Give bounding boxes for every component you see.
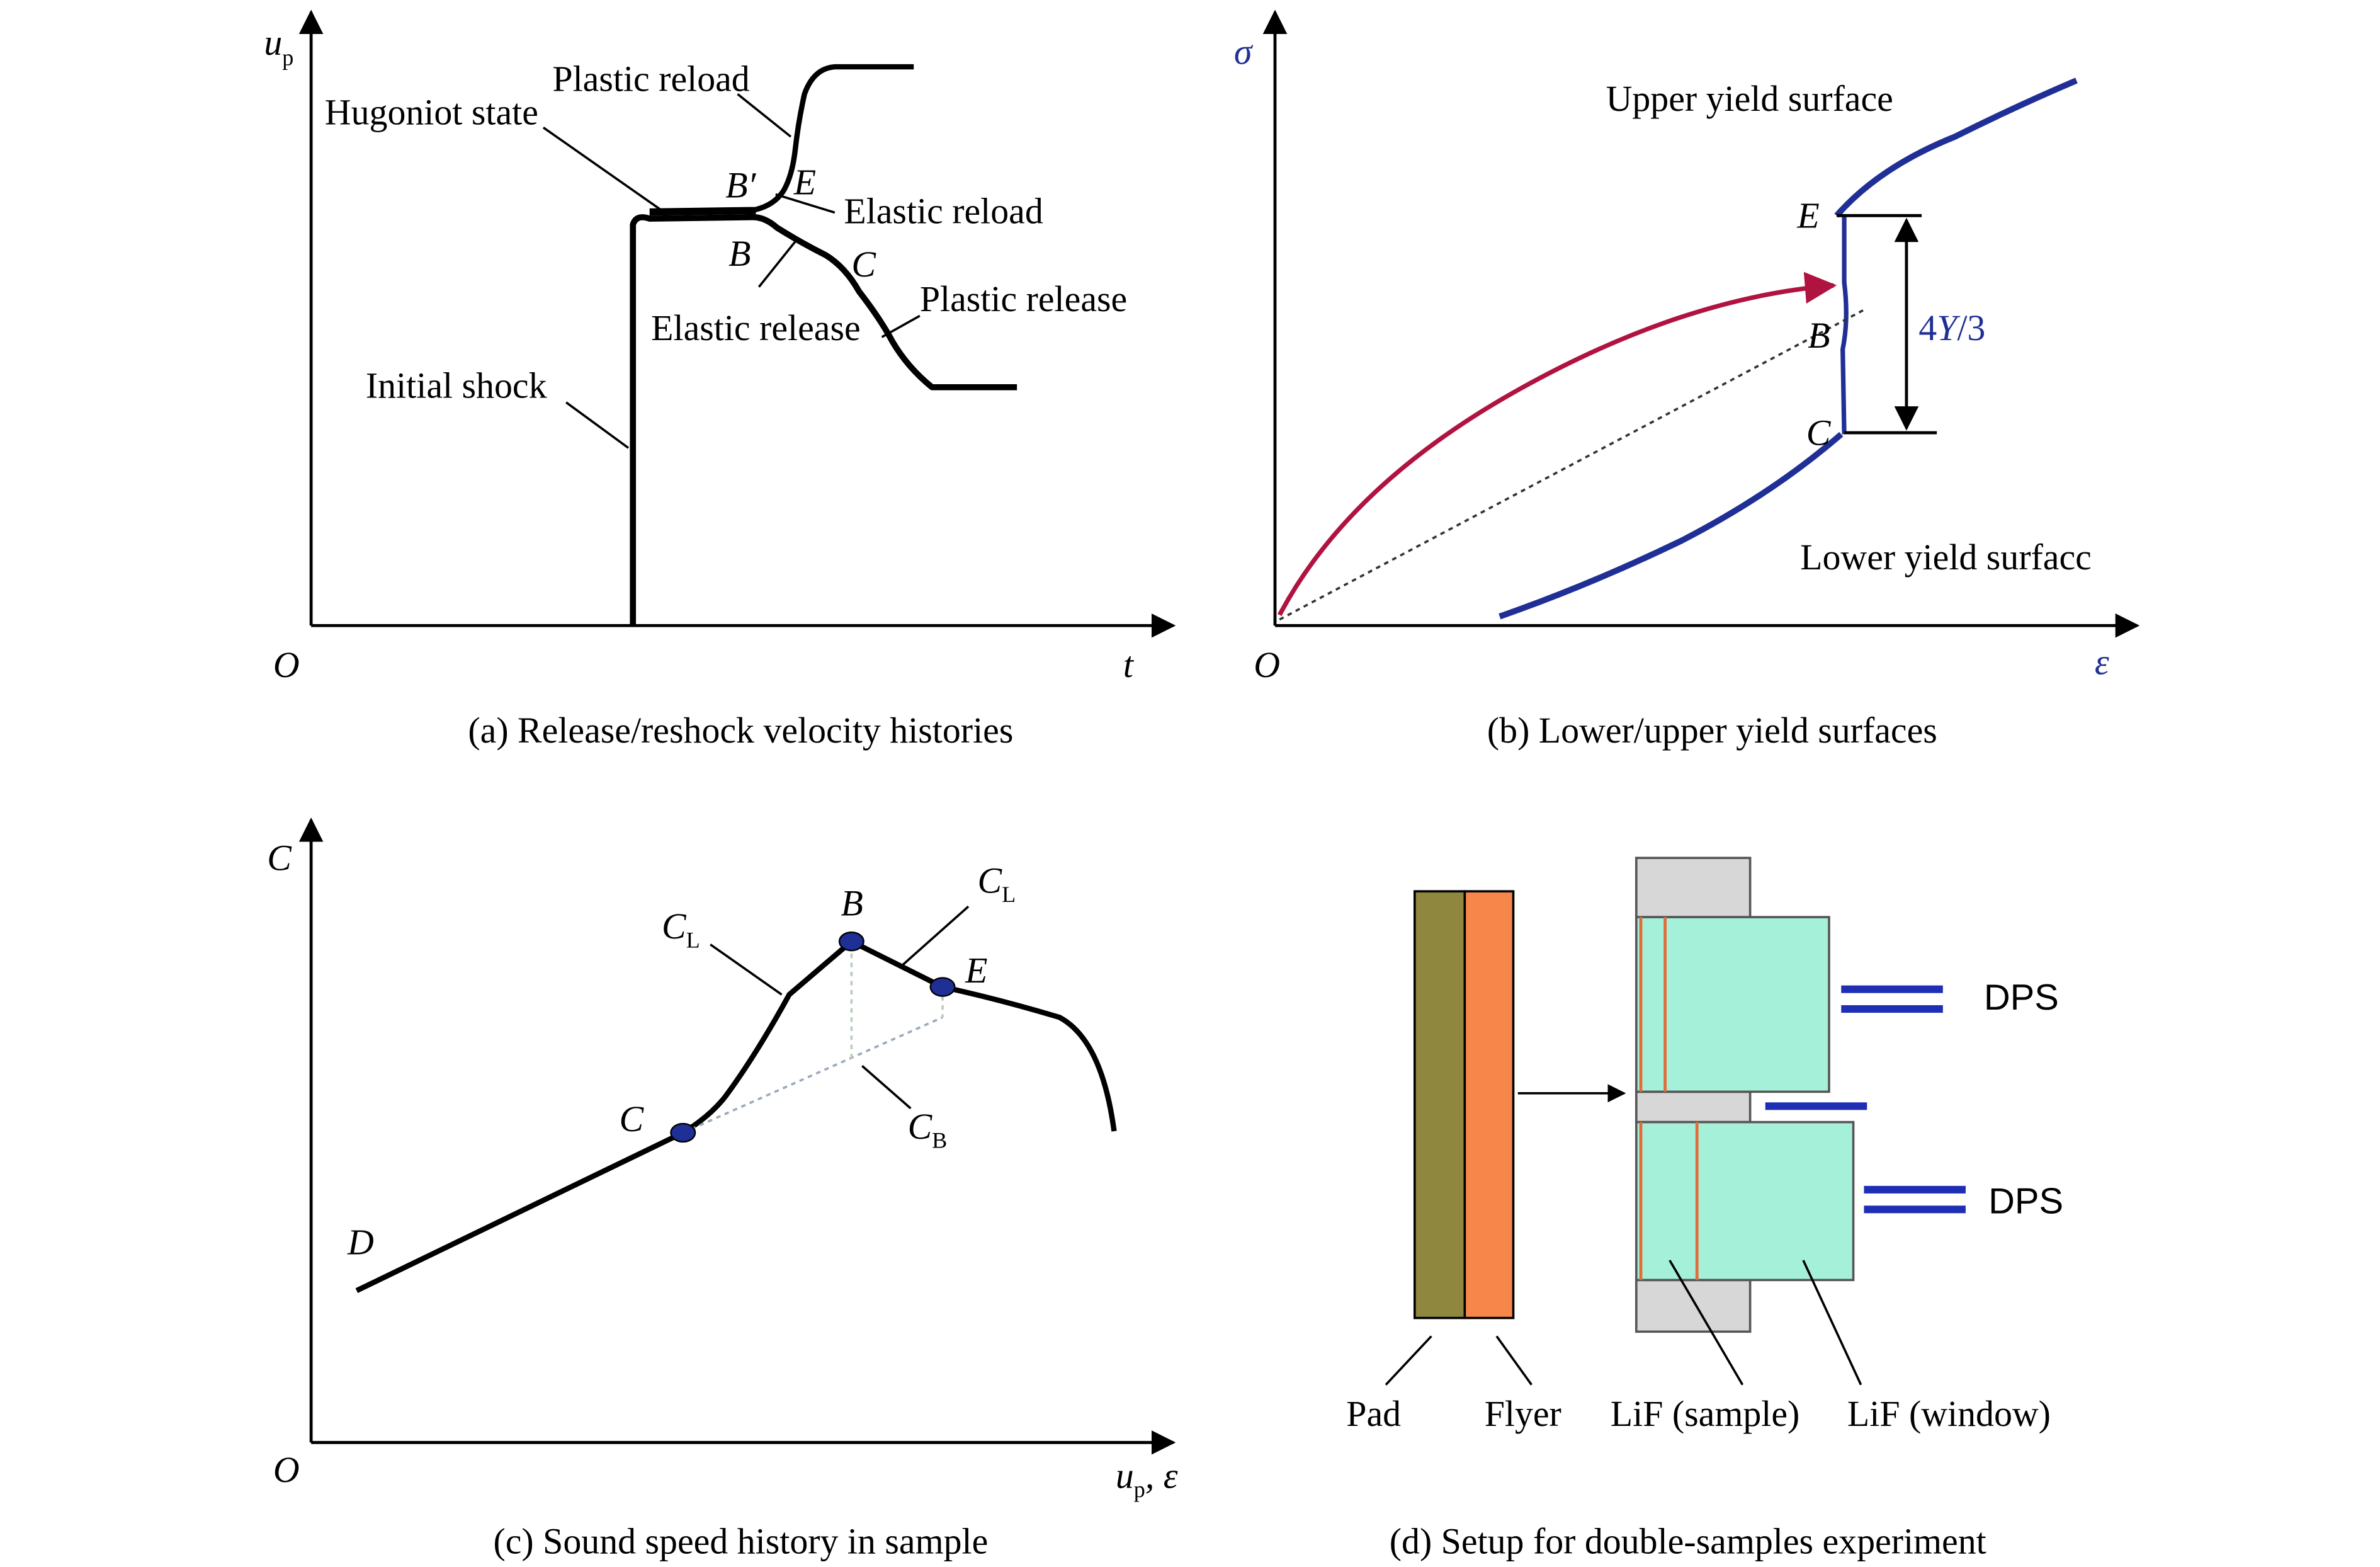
panel-a-hugoniot-plateau [649,211,756,216]
panel-d-dps-top-label: DPS [1984,977,2059,1018]
panel-a-hugoniot-state-label: Hugoniot state [325,92,538,133]
panel-c-cb-sub: B [932,1128,947,1153]
panel-c-cl-left-c: C [662,906,687,947]
panel-b-dotted-line [1279,307,1868,621]
panel-a-velocity-curve [630,214,1017,626]
panel-a-y-axis-subscript: p [282,45,293,71]
panel-c-y-axis-label: C [267,837,292,878]
panel-a-plastic-release-leader [881,314,921,338]
panel-b-c-label: C [1806,412,1832,453]
panel-a-origin-label: O [273,644,300,685]
panel-c-point-e [929,977,956,997]
panel-b-origin-label: O [1254,644,1280,685]
panel-b-4y3-over3: /3 [1957,307,1985,348]
panel-c-caption: (c) Sound speed history in sample [493,1520,988,1561]
panel-d-dps-bottom-label: DPS [1988,1181,2063,1221]
panel-a-x-axis-label: t [1123,644,1135,685]
panel-a-c-label: C [851,244,876,285]
panel-a-reshock-curve [649,64,914,214]
panel-c-sound-speed-curve [355,938,1117,1294]
panel-c-x-axis-u: u [1116,1456,1134,1496]
panel-d: DPS DPS Pad Flyer LiF (sample) LiF (wind… [1346,857,2063,1561]
panel-a-initial-shock-label: Initial shock [366,365,547,406]
panel-d-lif-window-label: LiF (window) [1847,1393,2051,1434]
panel-c-cb-label: CB [908,1106,948,1153]
panel-a-hugoniot-leader [542,127,666,214]
panel-a-elastic-reload-leader [775,193,836,214]
panel-b-b-label: B [1808,315,1830,356]
panel-a-plastic-release-label: Plastic release [920,278,1127,319]
panel-c-x-axis-label: up, ε [1116,1456,1178,1502]
panel-c-cb-c: C [908,1106,933,1147]
panel-d-lif-window-leader [1802,1260,1862,1386]
panel-b: σ O ε Upper yield surface Lower yield su… [1234,9,2140,751]
panel-a-b-label: B [728,233,751,274]
panel-c-cl-right-c: C [977,860,1002,901]
panel-a-y-axis-symbol: u [264,22,282,63]
panel-c: C O up, ε B E C D CL CL CB (c) Sound spe… [267,818,1178,1561]
panel-d-flyer [1463,890,1515,1319]
panel-a-y-axis-label: up [264,22,293,71]
panel-d-pad-label: Pad [1346,1393,1401,1434]
panel-d-holder-middle [1635,1090,1752,1124]
panel-a: up O t Plastic reload Hugoniot state B′ … [264,9,1176,751]
panel-c-x-axis-rest: , ε [1145,1456,1178,1496]
panel-a-plastic-reload-label: Plastic reload [552,59,749,100]
panel-d-dps-bottom-bar-2 [1864,1205,1966,1214]
panel-b-y-axis-label: σ [1234,31,1254,72]
panel-c-cb-leader [861,1065,912,1110]
panel-c-cl-right-sub: L [1002,882,1016,907]
panel-b-4y3-four: 4 [1918,307,1937,348]
panel-c-e-label: E [965,950,987,991]
panel-c-dotted-cb [683,1016,943,1134]
panel-d-lif-top [1635,916,1830,1093]
panel-d-dps-bottom-bar-1 [1864,1185,1966,1194]
panel-c-d-label: D [347,1221,374,1262]
panel-c-cl-right-leader [899,905,970,969]
panel-b-e-label: E [1796,195,1819,236]
panel-b-x-axis-label: ε [2095,641,2109,682]
panel-c-c-label: C [620,1098,645,1139]
panel-d-flyer-label: Flyer [1485,1393,1561,1434]
panel-c-cl-left-sub: L [686,927,700,952]
panel-a-caption: (a) Release/reshock velocity histories [468,710,1013,751]
panel-a-e-label: E [793,162,816,203]
panel-d-lif-bottom [1635,1120,1855,1282]
panel-c-cl-left-leader [710,943,783,996]
panel-d-holder-bottom [1635,1279,1752,1333]
panel-d-caption: (d) Setup for double-samples experiment [1390,1520,1986,1561]
panel-b-lower-yield-curve [1499,431,1844,620]
panel-d-dps-middle-bar [1765,1102,1867,1110]
panel-c-cl-left-label: CL [662,906,700,952]
panel-b-upper-yield-label: Upper yield surface [1606,78,1893,119]
panel-a-elastic-release-label: Elastic release [651,307,861,348]
panel-b-transition-line [1840,215,1849,435]
panel-c-point-b [838,932,864,952]
panel-b-4y3-label: 4Y/3 [1918,307,1985,348]
panel-d-pad-leader [1385,1335,1432,1386]
panel-c-point-c [670,1122,696,1143]
panel-a-plastic-reload-leader [737,93,792,138]
panel-a-initial-shock-leader [565,401,630,449]
panel-d-dps-top-bar-2 [1841,1005,1943,1013]
panel-b-lower-yield-label: Lower yield surfacc [1800,537,2092,578]
panel-c-cl-right-label: CL [977,860,1016,907]
panel-b-4y3-y: Y [1937,307,1961,348]
panel-b-caption: (b) Lower/upper yield surfaces [1487,710,1937,751]
panel-b-upper-yield-curve [1834,77,2078,218]
panel-a-b-leader [757,241,796,288]
panel-d-dps-top-bar-1 [1841,985,1943,993]
panel-a-b-prime-label: B′ [725,164,756,205]
panel-a-elastic-reload-label: Elastic reload [844,190,1043,231]
panel-d-pad [1413,890,1466,1319]
panel-d-flyer-leader [1495,1335,1533,1386]
panel-b-loading-curve [1278,271,1837,617]
panel-c-origin-label: O [273,1449,300,1490]
panel-c-b-label: B [841,883,863,924]
panel-d-lif-sample-leader [1669,1260,1744,1386]
panel-d-holder-top [1635,857,1752,918]
panel-c-x-axis-subscript: p [1134,1477,1145,1502]
panel-d-lif-sample-label: LiF (sample) [1611,1393,1800,1434]
